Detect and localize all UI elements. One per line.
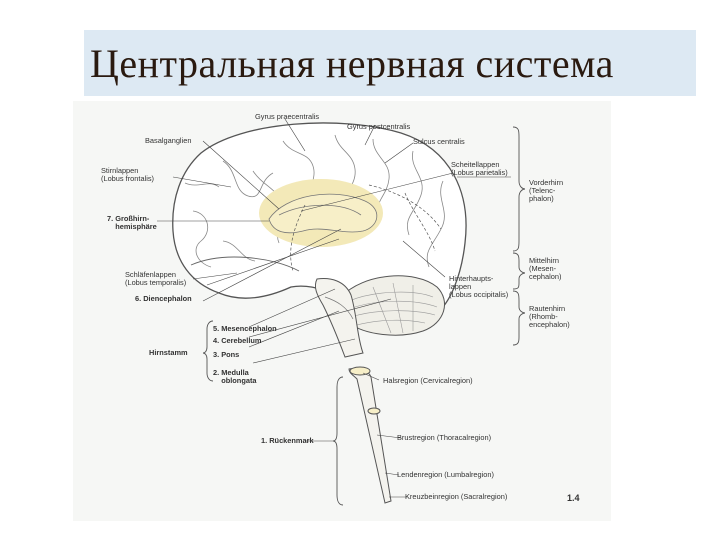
brain-illustration	[157, 118, 526, 506]
label-brustregion: Brustregion (Thoracalregion)	[397, 433, 492, 442]
label-lendenregion: Lendenregion (Lumbalregion)	[397, 470, 494, 479]
label-gyrus-postcentralis: Gyrus postcentralis	[347, 122, 411, 131]
label-grosshirn: 7. Großhirn- hemisphäre	[107, 214, 157, 231]
slide-title: Центральная нервная система	[90, 41, 614, 86]
label-medulla: 2. Medulla oblongata	[213, 368, 257, 385]
label-basalganglien: Basalganglien	[145, 136, 192, 145]
label-pons: 3. Pons	[213, 350, 240, 359]
label-rautenhirn: Rautenhirn (Rhomb- encephalon)	[529, 304, 570, 329]
leader-lines	[157, 118, 511, 498]
label-halsregion: Halsregion (Cervicalregion)	[383, 376, 473, 385]
label-hirnstamm: Hirnstamm	[149, 348, 188, 357]
label-schlaefenlappen: Schläfenlappen (Lobus temporalis)	[125, 270, 187, 287]
cerebellum-folia	[348, 282, 438, 334]
label-vorderhirn: Vorderhirn (Telenc- phalon)	[529, 178, 564, 203]
label-scheitellappen: Scheitellappen (Lobus parietalis)	[451, 160, 508, 177]
label-mesencephalon: 5. Mesencephalon	[213, 324, 277, 333]
label-diencephalon: 6. Diencephalon	[135, 294, 192, 303]
brain-diagram: Gyrus praecentralis Gyrus postcentralis …	[73, 101, 611, 521]
figure-number: 1.4	[567, 493, 580, 503]
label-kreuzbeinregion: Kreuzbeinregion (Sacralregion)	[405, 492, 508, 501]
label-sulcus-centralis: Sulcus centralis	[413, 137, 465, 146]
spinal-cord	[348, 366, 392, 504]
region-brackets	[202, 126, 526, 506]
label-cerebellum: 4. Cerebellum	[213, 336, 262, 345]
label-stirnlappen: Stirnlappen (Lobus frontalis)	[101, 166, 154, 183]
label-mittelhirn: Mittelhirn (Mesen- cephalon)	[529, 256, 562, 281]
region-boundaries	[290, 184, 442, 272]
label-rueckenmark: 1. Rückenmark	[261, 436, 314, 445]
label-gyrus-precentralis: Gyrus praecentralis	[255, 112, 320, 121]
label-hinterhauptslappen: Hinterhaupts- lappen (Lobus occipitalis)	[449, 274, 509, 299]
title-bar	[84, 30, 696, 96]
